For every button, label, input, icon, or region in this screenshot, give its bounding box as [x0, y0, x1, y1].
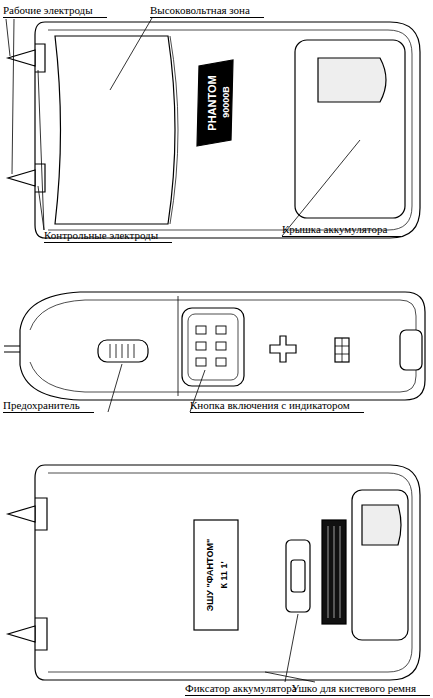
- badge-text: PHANTOM: [206, 75, 219, 130]
- part-label: Кнопка включения с индикатором: [190, 399, 364, 413]
- part-label: Высоковольтная зона: [150, 4, 264, 18]
- badge-outline: [194, 520, 238, 630]
- power-button: [182, 308, 244, 386]
- badge-text: ЭШУ "ФАНТОМ": [204, 539, 217, 611]
- part-label: Предохранитель: [3, 399, 94, 413]
- part-label: Контрольные электроды: [44, 229, 172, 243]
- badge: [197, 60, 233, 146]
- badge-text: 90000В: [220, 86, 233, 118]
- part-label: Ушко для кистевого ремня: [292, 682, 430, 696]
- device-bottom: [35, 465, 420, 680]
- safety-switch: [98, 340, 148, 362]
- sticker: [322, 520, 346, 624]
- device-body: [35, 22, 420, 238]
- badge-text: К 11 1': [218, 561, 231, 588]
- working-electrode: [8, 50, 35, 66]
- leader-lines: [6, 18, 360, 682]
- battery-cover: [295, 40, 405, 218]
- device-side: [20, 292, 425, 400]
- working-electrode: [8, 506, 35, 522]
- part-label: Крышка аккумулятора: [282, 223, 401, 237]
- battery-latch: [286, 540, 310, 612]
- part-label: Рабочие электроды: [3, 4, 107, 18]
- high-voltage-zone: [55, 36, 175, 224]
- working-electrode: [8, 626, 35, 642]
